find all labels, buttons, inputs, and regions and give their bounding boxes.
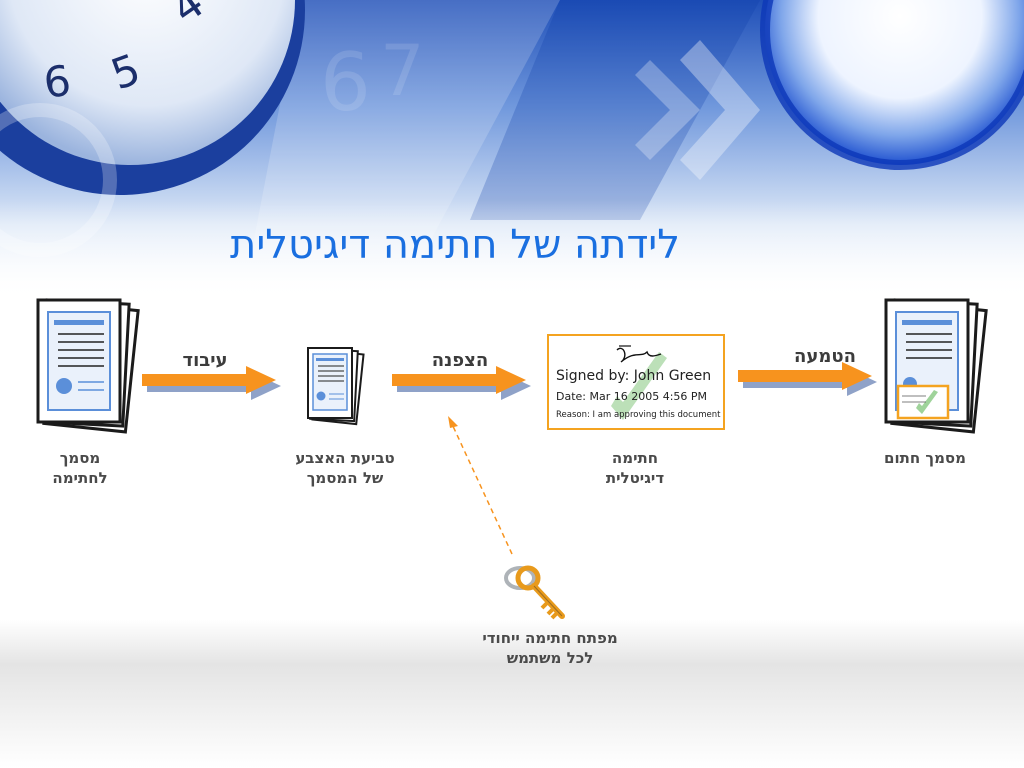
label-line: טביעת האצבע <box>295 449 395 467</box>
label-line: מפתח חתימה ייחודי <box>482 629 618 647</box>
signature-check-icon <box>611 345 667 420</box>
label-line: דיגיטלית <box>605 469 665 487</box>
label-private-key: מפתח חתימה ייחודי לכל משתמש <box>450 628 650 668</box>
digital-signature-box: Signed by: John Green Date: Mar 16 2005 … <box>547 334 725 430</box>
arrow-icon <box>142 366 281 400</box>
label-digital-signature: חתימה דיגיטלית <box>560 448 710 488</box>
label-fingerprint: טביעת האצבע של המסמך <box>270 448 420 488</box>
svg-text:7: 7 <box>380 30 425 112</box>
label-line: של המסמך <box>306 469 384 487</box>
arrow-icon <box>392 366 531 400</box>
key-icon <box>504 565 565 620</box>
label-document-to-sign: מסמך לחתימה <box>20 448 140 488</box>
signature-date-text: Date: Mar 16 2005 4:56 PM <box>556 390 708 403</box>
signed-document-stack-icon <box>884 298 988 434</box>
dashed-connector <box>448 416 513 555</box>
fingerprint-document-icon <box>307 347 365 426</box>
svg-text:6: 6 <box>320 36 371 129</box>
document-stack-icon <box>36 298 140 434</box>
signature-reason-text: Reason: I am approving this document <box>556 410 721 420</box>
label-line: לכל משתמש <box>506 649 594 667</box>
label-signed-document: מסמך חתום <box>884 449 966 467</box>
label-line: לחתימה <box>52 469 108 487</box>
label-line: מסמך <box>59 449 101 467</box>
signed-by-text: Signed by: John Green <box>556 368 712 384</box>
arrow-icon <box>738 362 877 396</box>
slide-title: לידתה של חתימה דיגיטלית <box>230 222 680 268</box>
arrow-label-encryption: הצפנה <box>431 350 489 371</box>
arrow-label-processing: עיבוד <box>182 350 228 371</box>
label-line: חתימה <box>611 449 659 467</box>
arrow-label-embedding: הטמעה <box>794 346 856 367</box>
